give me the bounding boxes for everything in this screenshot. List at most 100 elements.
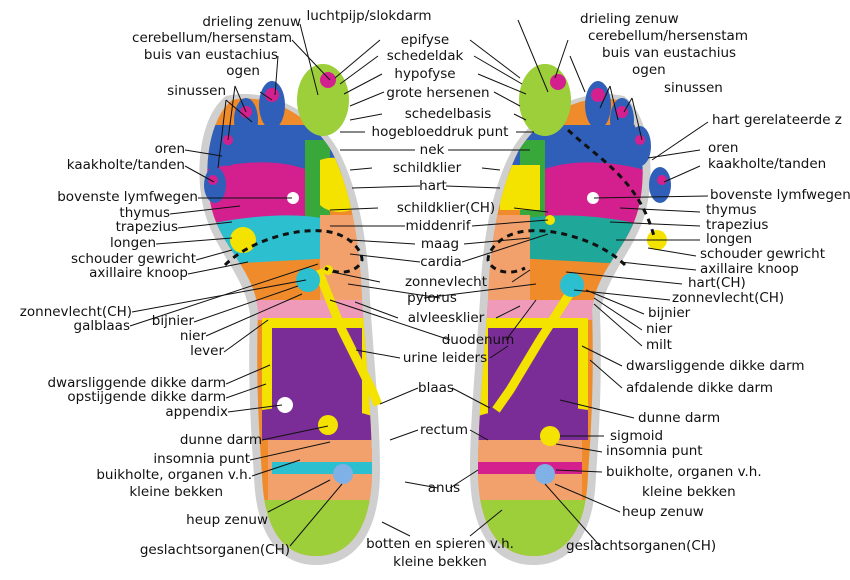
right-lung-zone [515, 215, 643, 265]
label-heup-left: heup zenuw [186, 512, 268, 528]
left-kidney-dot [296, 268, 320, 292]
left-appendix-dot [277, 397, 293, 413]
right-pelvis-dot [535, 464, 555, 484]
right-yellow-channel [492, 287, 576, 413]
label-blaas: blaas [418, 380, 454, 396]
label-bijnier-right: bijnier [648, 305, 691, 321]
label-kleine-bekken-right: kleine bekken [642, 484, 736, 500]
right-big-toe [519, 64, 571, 136]
left-toe-4 [217, 126, 239, 166]
label-pylorus: pylorus [407, 290, 457, 306]
label-buikholte-left: buikholte, organen v.h. [96, 467, 252, 483]
left-intestine-purple [272, 328, 362, 416]
label-kaakholte-left: kaakholte/tanden [67, 157, 185, 173]
label-appendix: appendix [165, 404, 228, 420]
left-pelvis-dot [333, 464, 353, 484]
label-trapezius-left: trapezius [116, 219, 178, 235]
right-foot [470, 64, 671, 566]
right-yellow-dot-small [545, 215, 555, 225]
label-dunne-darm-right: dunne darm [638, 410, 720, 426]
label-ogen-left: ogen [226, 63, 260, 79]
label-lymfwegen-right: bovenste lymfwegen [710, 187, 850, 203]
leader-lines [129, 19, 709, 547]
label-insomnia-right: insomnia punt [606, 443, 703, 459]
label-schildklier-ch: schildklier(CH) [397, 200, 495, 216]
right-kidney-dot [560, 273, 584, 297]
label-zonnevlecht: zonnevlecht [405, 274, 487, 290]
label-galblaas: galblaas [74, 318, 131, 334]
label-eustachius-left: buis van eustachius [144, 47, 278, 63]
label-anus: anus [428, 480, 460, 496]
label-geslacht-left: geslachtsorganen(CH) [140, 542, 290, 558]
label-lymfwegen-left: bovenste lymfwegen [57, 189, 198, 205]
label-nek: nek [420, 142, 445, 158]
left-lung-zone [207, 215, 335, 265]
label-botten-line2: kleine bekken [393, 554, 487, 570]
label-bijnier-left: bijnier [152, 313, 195, 329]
label-eustachius-right: buis van eustachius [602, 45, 736, 61]
label-insomnia-left: insomnia punt [153, 451, 250, 467]
label-epifyse: epifyse [401, 32, 449, 48]
label-lever: lever [190, 343, 224, 359]
right-lower-purple [478, 406, 588, 440]
label-kleine-bekken-left: kleine bekken [129, 484, 223, 500]
right-toe-3 [610, 98, 634, 142]
label-oren-right: oren [708, 140, 738, 156]
label-axillaire-left: axillaire knoop [89, 265, 188, 281]
right-diaphragm-line [486, 229, 627, 274]
label-nier-left: nier [180, 328, 207, 344]
label-buikholte-right: buikholte, organen v.h. [606, 464, 762, 480]
left-foot [199, 64, 383, 566]
label-zonnevlecht-ch-right: zonnevlecht(CH) [672, 290, 784, 306]
right-heel-band [478, 462, 582, 474]
label-heup-right: heup zenuw [622, 504, 704, 520]
label-axillaire-right: axillaire knoop [700, 261, 799, 277]
label-trapezius-right: trapezius [706, 217, 768, 233]
label-luchtpijp: luchtpijp/slokdarm [307, 8, 432, 24]
right-white-dot [587, 192, 599, 204]
label-hypofyse: hypofyse [394, 66, 455, 82]
label-schouder-right: schouder gewricht [700, 246, 825, 262]
left-pink-band [250, 300, 372, 320]
label-sinussen-right: sinussen [664, 80, 723, 96]
left-toes [204, 64, 349, 203]
label-hart-ch: hart(CH) [688, 275, 746, 291]
label-cerebellum-left: cerebellum/hersenstam [132, 30, 292, 46]
label-drieling-zenuw-left: drieling zenuw [202, 14, 301, 30]
label-nier-right: nier [646, 321, 673, 337]
label-urine-leiders: urine leiders [403, 350, 487, 366]
label-schedeldak: schedeldak [387, 48, 464, 64]
left-yellow-dot-small [323, 265, 333, 275]
label-schildklier: schildklier [393, 160, 462, 176]
label-thymus-left: thymus [119, 205, 170, 221]
label-ogen-right: ogen [632, 62, 666, 78]
label-longen-left: longen [110, 235, 156, 251]
right-toe-4 [629, 126, 651, 166]
right-pink-band [478, 300, 600, 320]
label-dwarsliggende-left: dwarsliggende dikke darm [47, 375, 226, 391]
label-opstijgende: opstijgende dikke darm [67, 389, 226, 405]
left-toe-5 [204, 167, 226, 203]
label-hogebloeddruk: hogebloeddruk punt [372, 124, 509, 140]
label-cardia: cardia [420, 254, 462, 270]
label-rectum: rectum [420, 422, 468, 438]
left-insomnia-dot [318, 415, 338, 435]
label-alvleesklier: alvleesklier [408, 310, 485, 326]
label-dunne-darm-left: dunne darm [180, 432, 262, 448]
left-white-dot [287, 192, 299, 204]
right-spleen-zone [488, 215, 530, 300]
label-afdalende: afdalende dikke darm [626, 380, 773, 396]
label-zonnevlecht-ch-left: zonnevlecht(CH) [20, 304, 132, 320]
label-geslacht-right: geslachtsorganen(CH) [566, 538, 716, 554]
labels: luchtpijp/slokdarm drieling zenuw cerebe… [20, 8, 850, 570]
label-botten-line1: botten en spieren v.h. [366, 536, 514, 552]
label-hart-gerelateerde: hart gerelateerde z [712, 112, 842, 128]
label-milt: milt [646, 337, 672, 353]
left-yellow-dot-big [230, 227, 256, 253]
label-maag: maag [421, 236, 459, 252]
label-longen-right: longen [706, 231, 752, 247]
label-oren-left: oren [155, 141, 185, 157]
right-toe-5 [649, 167, 671, 203]
